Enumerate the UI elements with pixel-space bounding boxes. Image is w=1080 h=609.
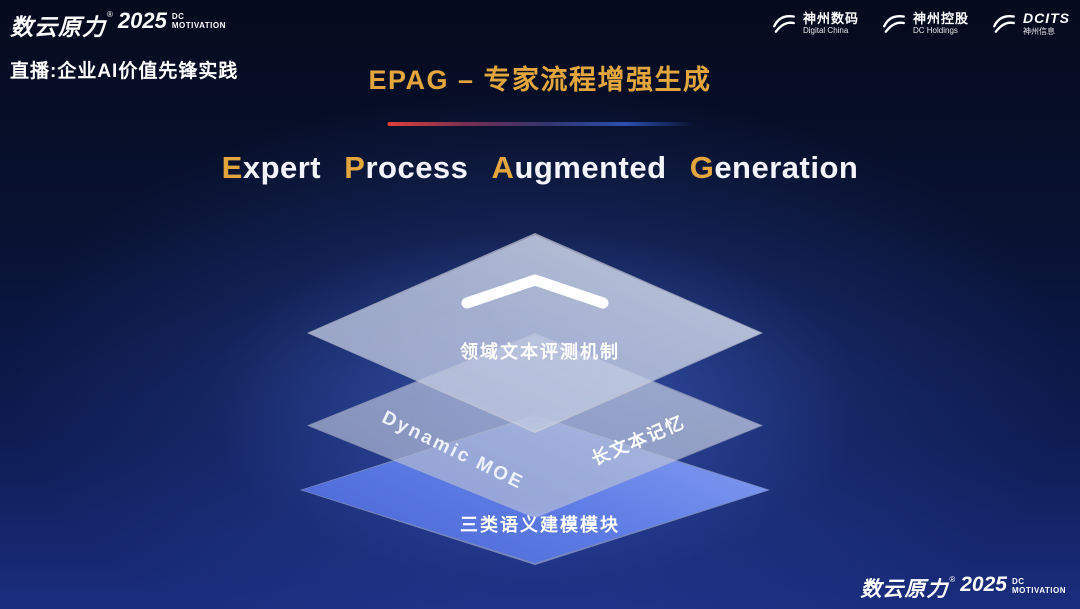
logo-name: 神州控股 (912, 10, 969, 26)
title-word: Generation (689, 150, 859, 185)
logo-digital-china: 神州数码 Digital China (771, 10, 859, 36)
registered-mark: ® (949, 575, 956, 584)
chevron-up-icon (461, 274, 609, 309)
logo-subtitle: Digital China (802, 26, 849, 36)
title-word: Augmented (491, 150, 667, 185)
brand-year: 2025 (960, 573, 1007, 596)
brand-subtitle: DC MOTIVATION (1012, 577, 1066, 595)
top-layer-label: 领域文本评测机制 (460, 342, 620, 362)
live-label: 直播:企业AI价值先锋实践 (10, 61, 239, 82)
gradient-divider (387, 122, 693, 126)
logo-name: 神州数码 (802, 10, 859, 26)
main-title: Expert Process Augmented Generation (0, 150, 1080, 186)
swoosh-icon (881, 10, 907, 36)
partner-logos: 神州数码 Digital China 神州控股 DC Holdings DCIT… (771, 10, 1070, 36)
logo-subtitle: 神州信息 (1023, 26, 1055, 36)
brand-sub-top: DC (1011, 577, 1025, 586)
logo-text: 神州控股 DC Holdings (913, 11, 969, 36)
brand-sub-bottom: MOTIVATION (1011, 586, 1066, 596)
swoosh-icon (771, 10, 797, 36)
bottom-layer-label: 三类语义建模模块 (460, 515, 620, 535)
title-word: Process (344, 150, 469, 185)
brand-sub-top: DC (171, 12, 185, 21)
logo-name: DCITS (1023, 10, 1070, 26)
brand-subtitle: DC MOTIVATION (172, 12, 226, 30)
brand-name: 数云原力 (10, 14, 106, 40)
registered-mark: ® (107, 10, 113, 19)
logo-subtitle: DC Holdings (912, 26, 958, 36)
title-word: Expert (221, 150, 322, 185)
brand-name: 数云原力 (860, 578, 949, 601)
brand-year: 2025 (117, 8, 167, 33)
footer-brand-logo: 数云原力 ® 2025 DC MOTIVATION (860, 573, 1066, 603)
swoosh-icon (991, 10, 1017, 36)
brand-logo: 数云原力 ® 2025 DC MOTIVATION (10, 8, 226, 42)
logo-text: DCITS 神州信息 (1023, 10, 1070, 36)
brand-sub-bottom: MOTIVATION (171, 21, 226, 31)
logo-dc-holdings: 神州控股 DC Holdings (881, 10, 969, 36)
logo-dcits: DCITS 神州信息 (991, 10, 1070, 36)
slide-title: EPAG – 专家流程增强生成 (368, 65, 712, 95)
logo-text: 神州数码 Digital China (803, 11, 859, 36)
